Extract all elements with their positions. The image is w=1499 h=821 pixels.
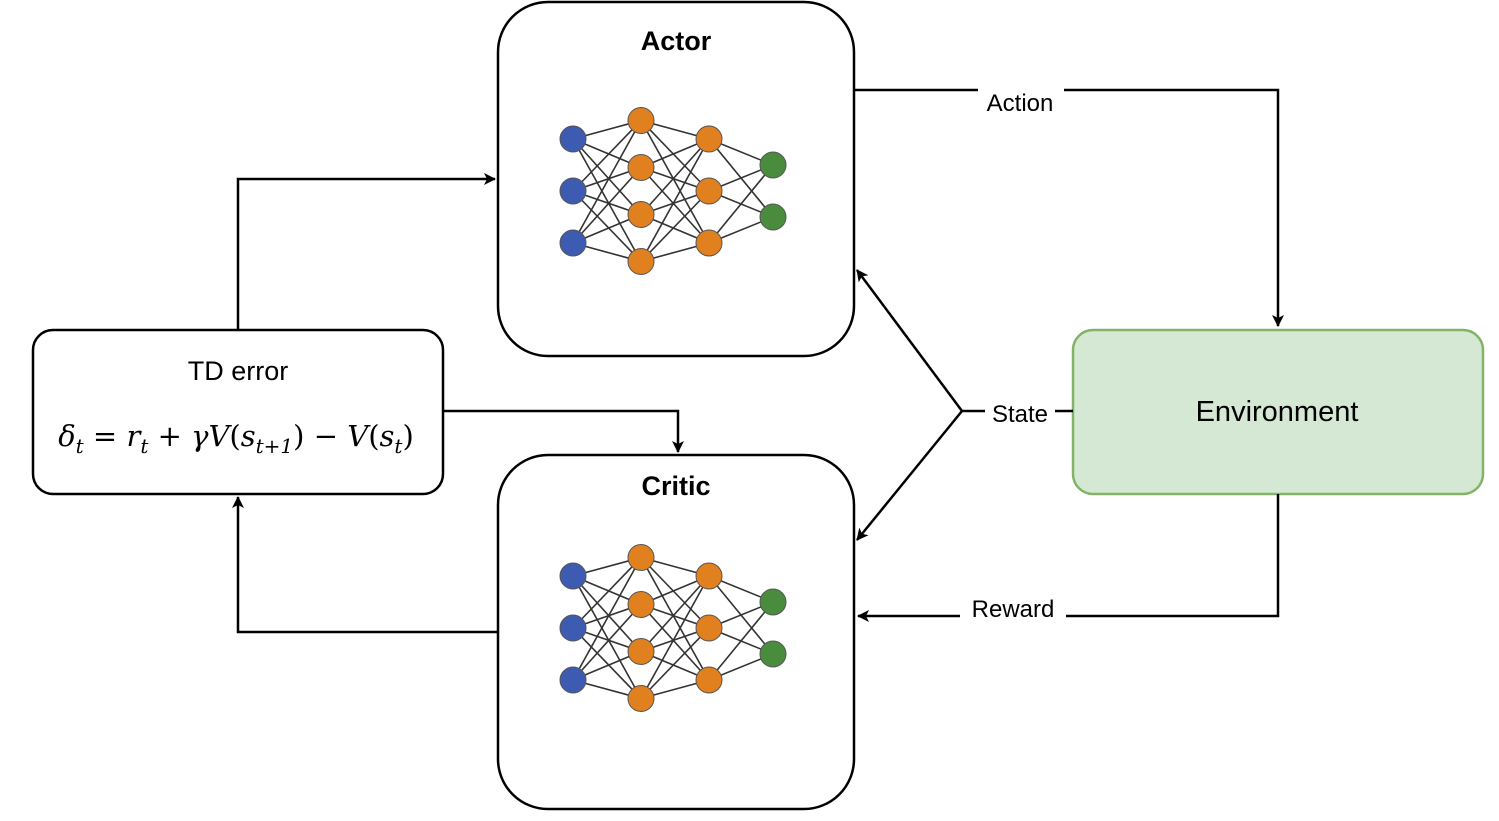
output-node xyxy=(759,640,787,668)
actor-box[interactable]: Actor xyxy=(496,0,856,358)
output-node xyxy=(759,588,787,616)
network-connection xyxy=(640,119,710,192)
critic-box[interactable]: Critic xyxy=(496,453,856,811)
input-node xyxy=(559,562,587,590)
hidden-node xyxy=(627,591,655,618)
td-error-box[interactable]: TD error δt = rt + γV(st+1) − V(st) xyxy=(31,328,445,496)
network-connection xyxy=(640,575,710,653)
hidden-node xyxy=(627,201,655,228)
td-to-actor-edge xyxy=(236,173,496,330)
network-connection xyxy=(572,120,642,244)
state-label: State xyxy=(992,401,1048,428)
action-edge: Action xyxy=(854,88,1284,327)
environment-box[interactable]: Environment xyxy=(1071,328,1485,496)
environment-label: Environment xyxy=(1196,396,1359,428)
network-connection xyxy=(640,603,710,681)
network-connection xyxy=(572,138,642,262)
network-connection xyxy=(572,575,642,653)
network-connection xyxy=(572,557,642,681)
hidden-node xyxy=(695,562,723,590)
critic-to-td-edge xyxy=(232,496,498,634)
state-edge: State xyxy=(855,269,1073,541)
hidden-node xyxy=(695,177,723,205)
network-connection xyxy=(640,138,710,216)
hidden-node xyxy=(627,685,655,712)
network-connection xyxy=(572,575,642,699)
td-error-formula: δt = rt + γV(st+1) − V(st) xyxy=(58,419,414,458)
hidden-node xyxy=(627,544,655,571)
hidden-node xyxy=(695,614,723,642)
output-node xyxy=(759,203,787,231)
network-connection xyxy=(572,119,642,192)
hidden-node xyxy=(627,638,655,665)
network-connection xyxy=(640,166,710,244)
output-node xyxy=(759,151,787,179)
network-connection xyxy=(708,601,774,681)
hidden-node xyxy=(695,229,723,257)
input-node xyxy=(559,666,587,694)
network-connection xyxy=(708,164,774,244)
network-connection xyxy=(640,557,710,681)
network-connection xyxy=(572,627,642,700)
network-connection xyxy=(640,556,710,629)
network-connection xyxy=(572,603,642,681)
network-connection xyxy=(640,190,710,263)
hidden-node xyxy=(627,107,655,134)
network-connection xyxy=(640,138,710,262)
hidden-node xyxy=(695,666,723,694)
td-error-title: TD error xyxy=(188,356,289,386)
network-connection xyxy=(640,575,710,699)
actor-neural-network-icon xyxy=(559,107,787,275)
network-connection xyxy=(640,120,710,244)
input-node xyxy=(559,229,587,257)
reward-label: Reward xyxy=(972,596,1055,623)
network-connection xyxy=(572,190,642,263)
hidden-node xyxy=(695,125,723,153)
network-connection xyxy=(572,556,642,629)
hidden-node xyxy=(627,154,655,181)
reward-edge: Reward xyxy=(857,494,1280,624)
network-connection xyxy=(572,166,642,244)
network-connection xyxy=(640,627,710,700)
input-node xyxy=(559,614,587,642)
td-to-critic-edge xyxy=(443,409,684,453)
input-node xyxy=(559,125,587,153)
actor-label: Actor xyxy=(641,26,712,56)
critic-neural-network-icon xyxy=(559,544,787,712)
critic-label: Critic xyxy=(641,471,710,501)
input-node xyxy=(559,177,587,205)
hidden-node xyxy=(627,248,655,275)
network-connection xyxy=(572,138,642,216)
action-label: Action xyxy=(987,90,1054,117)
